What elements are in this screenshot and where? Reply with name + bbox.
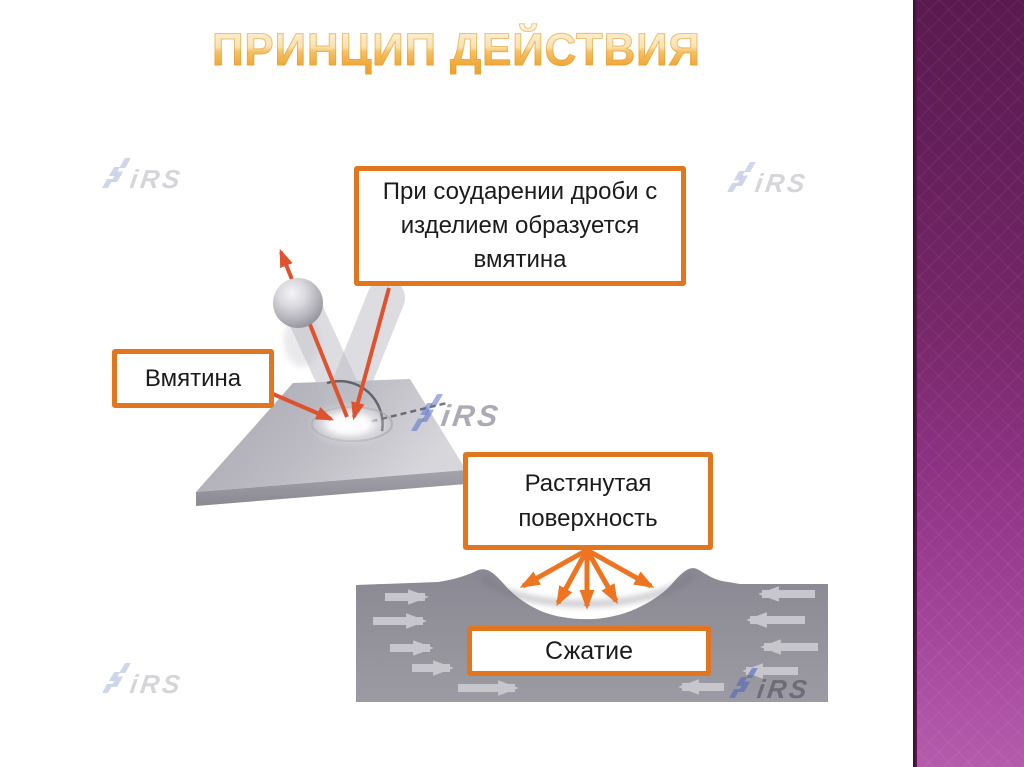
impact-note-text: При соударении дроби с изделием образует…	[382, 178, 658, 273]
slide-title: ПРИНЦИП ДЕЙСТВИЯ	[14, 23, 900, 76]
stress-fan-arrows	[519, 547, 655, 610]
irs-watermark-text: iRS	[128, 669, 185, 699]
irs-watermark: iRS	[410, 394, 503, 433]
irs-watermark: iRS	[728, 668, 812, 704]
irs-watermark-text: iRS	[753, 168, 810, 198]
compression-label-box: Сжатие	[467, 626, 711, 676]
incoming-arrow	[351, 287, 391, 421]
irs-logo-icon	[410, 394, 444, 431]
shot-ball	[273, 278, 323, 328]
dent-ellipse	[326, 413, 372, 435]
dent-label-text: Вмятина	[144, 364, 242, 392]
purple-accent-bar	[913, 0, 1024, 767]
irs-logo-icon	[101, 663, 131, 693]
irs-watermark-text: iRS	[755, 674, 812, 704]
angle-arc	[326, 379, 384, 432]
irs-logo-icon	[726, 162, 756, 192]
dent-label-box: Вмятина	[112, 349, 274, 408]
irs-watermark-text: iRS	[439, 400, 503, 433]
dent-pointer-arrow	[265, 389, 335, 421]
impact-note-box: При соударении дроби с изделием образует…	[354, 166, 686, 286]
irs-watermark-text: iRS	[128, 164, 185, 194]
compression-text: Сжатие	[544, 636, 633, 665]
irs-logo-icon	[101, 158, 131, 188]
irs-watermark: iRS	[101, 663, 185, 699]
stretched-surface-text: Растянутая поверхность	[518, 470, 658, 532]
stretched-surface-label-box: Растянутая поверхность	[463, 452, 713, 550]
irs-watermark: iRS	[726, 162, 810, 198]
presentation-slide: ПРИНЦИП ДЕЙСТВИЯ	[14, 23, 900, 704]
irs-watermark: iRS	[101, 158, 185, 194]
irs-logo-icon	[728, 668, 758, 698]
compression-arrows-left	[373, 589, 519, 696]
